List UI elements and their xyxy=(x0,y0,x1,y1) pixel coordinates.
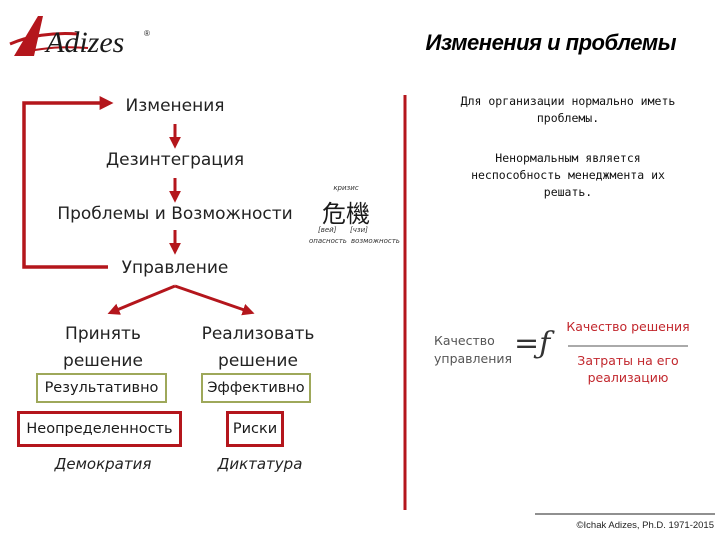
formula-denominator: Затраты на его реализацию xyxy=(577,353,679,385)
svg-text:®: ® xyxy=(144,29,150,38)
copyright: ©Ichak Adizes, Ph.D. 1971-2015 xyxy=(576,520,714,531)
box-effective-result: Результативно xyxy=(36,373,167,403)
adizes-logo: Adizes ® xyxy=(8,8,158,70)
branch-left-heading: Принять решение xyxy=(63,324,143,371)
formula-lhs: Качество управления xyxy=(434,333,513,366)
formula-operator: =ƒ xyxy=(514,326,551,361)
step-management: Управление xyxy=(121,258,229,278)
step-disintegration: Дезинтеграция xyxy=(105,150,245,170)
crisis-label: кризис xyxy=(333,184,359,192)
page-title: Изменения и проблемы xyxy=(425,30,677,55)
crisis-reading-left: [вей] xyxy=(318,226,337,234)
arrow-branch-right xyxy=(174,284,255,316)
branch-right-heading: Реализовать решение xyxy=(201,324,315,371)
feedback-loop-arrow xyxy=(22,96,114,269)
logo-text: Adizes xyxy=(44,26,124,59)
box-uncertainty: Неопределенность xyxy=(17,411,182,447)
step-changes: Изменения xyxy=(125,96,225,116)
crisis-kanji: 危機 xyxy=(322,200,370,228)
formula-numerator: Качество решения xyxy=(566,319,690,334)
box-efficient: Эффективно xyxy=(201,373,311,403)
crisis-reading-right: [чзи] xyxy=(350,226,368,234)
note-normal-problems: Для организации нормально иметь проблемы… xyxy=(460,94,676,125)
crisis-meaning-left: опасность xyxy=(309,237,347,245)
box-risks: Риски xyxy=(226,411,284,447)
label-dictatorship: Диктатура xyxy=(217,455,303,473)
step-problems-opportunities: Проблемы и Возможности xyxy=(57,204,293,224)
label-democracy: Демократия xyxy=(54,455,152,473)
arrow-branch-left xyxy=(107,284,176,315)
note-abnormal-inability: Ненормальным является неспособность мене… xyxy=(471,151,665,199)
crisis-meaning-right: возможность xyxy=(351,237,400,245)
